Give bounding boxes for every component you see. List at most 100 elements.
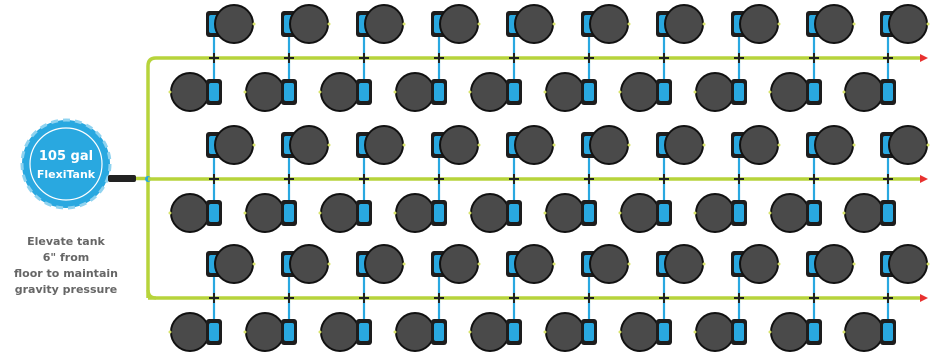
dripper-dot [402, 22, 406, 26]
pot-icon [695, 72, 735, 112]
dripper-dot [842, 330, 846, 334]
dripper-dot [468, 90, 472, 94]
dripper-dot [327, 22, 331, 26]
valve-float [284, 323, 294, 341]
dripper-dot [777, 262, 781, 266]
pot-icon [695, 193, 735, 233]
pot-icon [888, 244, 928, 284]
pot-icon [289, 4, 329, 44]
dripper-dot [393, 211, 397, 215]
pot-pair [543, 125, 631, 233]
tank-note: Elevate tank 6" from floor to maintain g… [14, 235, 118, 296]
pot-icon [395, 312, 435, 352]
tank-icon [20, 118, 112, 210]
pot-pair [842, 4, 930, 112]
dripper-dot [693, 330, 697, 334]
pot-icon [664, 4, 704, 44]
pot-row [156, 4, 930, 112]
pot-pair [168, 4, 256, 112]
dripper-dot [618, 211, 622, 215]
pot-icon [514, 244, 554, 284]
pot-pair [543, 244, 631, 352]
pot-icon [664, 125, 704, 165]
valve-float [809, 323, 819, 341]
dripper-dot [693, 90, 697, 94]
pot-icon [395, 193, 435, 233]
pot-icon [814, 125, 854, 165]
pot-icon [245, 312, 285, 352]
pot-icon [739, 244, 779, 284]
pot-pair [693, 125, 781, 233]
valve-float [209, 83, 219, 101]
dripper-dot [852, 22, 856, 26]
pot-icon [320, 193, 360, 233]
pot-icon [320, 72, 360, 112]
pot-icon [814, 244, 854, 284]
pot-icon [395, 72, 435, 112]
dripper-dot [477, 143, 481, 147]
dripper-dot [543, 90, 547, 94]
dripper-dot [243, 90, 247, 94]
tank-note-line-1: Elevate tank [27, 235, 105, 248]
pot-icon [545, 312, 585, 352]
pot-icon [888, 125, 928, 165]
pot-pair [243, 4, 331, 112]
pot-pair [168, 125, 256, 233]
tank-note-line-3: floor to maintain [14, 267, 118, 280]
dripper-dot [777, 143, 781, 147]
pot-row [148, 244, 930, 352]
pot-icon [514, 4, 554, 44]
pot-pair [318, 4, 406, 112]
dripper-dot [168, 90, 172, 94]
pot-rows [148, 4, 930, 352]
dripper-dot [327, 262, 331, 266]
dripper-dot [393, 330, 397, 334]
pot-pair [168, 244, 256, 352]
dripper-dot [618, 90, 622, 94]
pot-icon [470, 72, 510, 112]
valve-float [434, 204, 444, 222]
pot-pair [768, 125, 856, 233]
dripper-dot [552, 262, 556, 266]
valve-float [659, 323, 669, 341]
pot-pair [318, 244, 406, 352]
dripper-dot [168, 330, 172, 334]
pot-pair [618, 125, 706, 233]
dripper-dot [852, 262, 856, 266]
pot-icon [470, 193, 510, 233]
dripper-dot [552, 22, 556, 26]
pot-icon [620, 193, 660, 233]
pot-icon [770, 72, 810, 112]
dripper-dot [252, 22, 256, 26]
manifold-line [146, 56, 157, 298]
pot-pair [318, 125, 406, 233]
pot-pair [243, 125, 331, 233]
pot-pair [468, 244, 556, 352]
dripper-dot [777, 22, 781, 26]
dripper-dot [468, 330, 472, 334]
end-cap-icon [920, 175, 928, 183]
pot-icon [364, 4, 404, 44]
tank-note-line-4: gravity pressure [15, 283, 118, 296]
pot-icon [589, 125, 629, 165]
pot-pair [768, 4, 856, 112]
dripper-dot [627, 22, 631, 26]
valve-float [584, 204, 594, 222]
dripper-dot [477, 22, 481, 26]
dripper-dot [842, 211, 846, 215]
valve-float [434, 323, 444, 341]
valve-float [883, 204, 893, 222]
pot-icon [289, 125, 329, 165]
pot-icon [214, 244, 254, 284]
valve-float [209, 323, 219, 341]
dripper-dot [926, 262, 930, 266]
dripper-dot [926, 143, 930, 147]
valve-float [284, 204, 294, 222]
dripper-dot [702, 143, 706, 147]
pot-icon [844, 312, 884, 352]
tank-capacity: 105 gal [39, 149, 93, 164]
pot-icon [470, 312, 510, 352]
end-cap-icon [920, 54, 928, 62]
pot-icon [545, 72, 585, 112]
